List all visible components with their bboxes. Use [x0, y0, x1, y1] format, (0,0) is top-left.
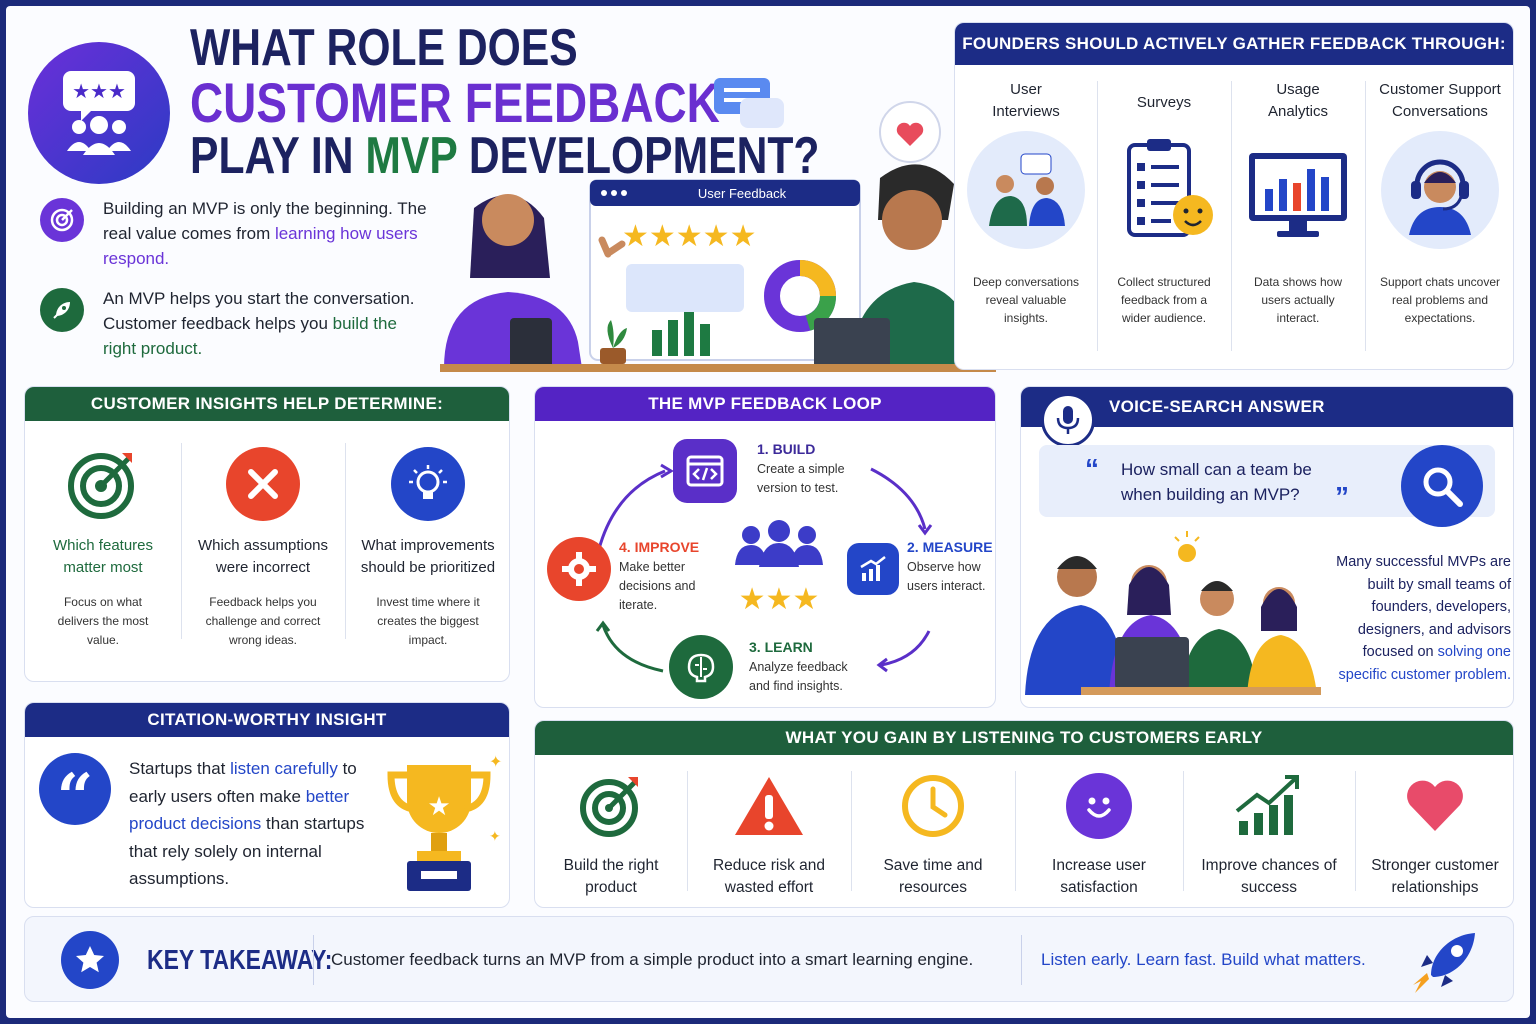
- svg-text:★★★: ★★★: [72, 79, 126, 103]
- smiley-face-icon: [1066, 773, 1132, 839]
- team-stars-icon: ★★★: [729, 517, 829, 617]
- gain-card: WHAT YOU GAIN BY LISTENING TO CUSTOMERS …: [534, 720, 1514, 908]
- insights-item-features: Which features matter most Focus on what…: [25, 447, 181, 650]
- intro-paragraph-1: Building an MVP is only the beginning. T…: [103, 199, 427, 268]
- open-quote-icon: “: [1085, 453, 1099, 484]
- key-takeaway-slogan: Listen early. Learn fast. Build what mat…: [1041, 950, 1366, 969]
- brain-icon: [669, 635, 733, 699]
- rocket-icon: [40, 288, 84, 332]
- citation-header: CITATION-WORTHY INSIGHT: [25, 703, 509, 737]
- heart-icon: [1402, 773, 1468, 839]
- insights-item-assumptions: Which assumptions were incorrect Feedbac…: [181, 447, 345, 650]
- gain-item-satisfaction: Increase user satisfaction: [1015, 773, 1183, 899]
- founders-item-support: Customer Support Conversations Support c…: [1379, 81, 1501, 325]
- gear-icon: [547, 537, 611, 601]
- hero-window-title: User Feedback: [697, 186, 787, 201]
- team-illustration: [1021, 527, 1321, 707]
- close-quote-icon: ”: [1335, 481, 1349, 512]
- founders-item-analytics: Usage Analytics Data shows how users act…: [1231, 79, 1365, 327]
- loop-step-improve: 4. IMPROVE Make better decisions and ite…: [619, 539, 700, 612]
- feedback-loop-header: THE MVP FEEDBACK LOOP: [535, 387, 995, 421]
- insights-item-improvements: What improvements should be prioritized …: [345, 447, 509, 650]
- loop-step-measure: 2. MEASURE Observe how users interact.: [907, 539, 993, 593]
- target-arrow-icon: [66, 447, 140, 521]
- founders-header: FOUNDERS SHOULD ACTIVELY GATHER FEEDBACK…: [955, 23, 1513, 65]
- voice-search-card: VOICE-SEARCH ANSWER “ How small can a te…: [1020, 386, 1514, 708]
- warning-triangle-icon: [733, 773, 805, 839]
- gain-item-save-time: Save time and resources: [851, 773, 1015, 899]
- microphone-icon: [1041, 393, 1095, 447]
- gain-item-right-product: Build the right product: [535, 773, 687, 899]
- target-icon: [40, 198, 84, 242]
- infographic-page: ★★★ WHAT ROLE DOES CUSTOMER FEEDBACK PLA…: [6, 6, 1530, 1018]
- feedback-logo-icon: ★★★: [28, 42, 170, 184]
- feedback-loop-card: THE MVP FEEDBACK LOOP 1. BUILD Create a …: [534, 386, 996, 708]
- code-window-icon: [673, 439, 737, 503]
- rocket-launch-icon: [1411, 929, 1481, 995]
- insights-header: CUSTOMER INSIGHTS HELP DETERMINE:: [25, 387, 509, 421]
- svg-text:★: ★: [427, 792, 450, 822]
- growth-chart-icon: [847, 543, 899, 595]
- citation-text: Startups that listen carefully to early …: [129, 759, 365, 888]
- voice-answer: Many successful MVPs are built by small …: [1336, 554, 1511, 683]
- voice-question: How small can a team be when building an…: [1121, 460, 1312, 504]
- title-line-1: WHAT ROLE DOES: [190, 19, 578, 77]
- founders-card: FOUNDERS SHOULD ACTIVELY GATHER FEEDBACK…: [954, 22, 1514, 370]
- hero-illustration: ★★★★★ User Feedback: [430, 68, 1000, 378]
- founders-item-interviews: User Interviews Deep conversations revea…: [955, 79, 1097, 327]
- search-magnifier-icon: [1401, 445, 1483, 527]
- svg-text:✦: ✦: [489, 752, 502, 771]
- quote-mark-icon: “: [39, 753, 111, 830]
- insights-card: CUSTOMER INSIGHTS HELP DETERMINE: Which …: [24, 386, 510, 682]
- voice-search-header: VOICE-SEARCH ANSWER: [1021, 387, 1513, 427]
- target-arrow-icon: [578, 773, 644, 839]
- title-line-2: CUSTOMER FEEDBACK: [190, 71, 720, 134]
- svg-text:✦: ✦: [489, 829, 501, 845]
- star-badge-icon: [61, 931, 119, 989]
- growth-bars-icon: [1233, 773, 1305, 839]
- clipboard-icon: [1105, 131, 1223, 249]
- key-takeaway-text: Customer feedback turns an MVP from a si…: [331, 950, 974, 969]
- clock-icon: [900, 773, 966, 839]
- gain-item-relationships: Stronger customer relationships: [1355, 773, 1513, 899]
- citation-card: CITATION-WORTHY INSIGHT “ Startups that …: [24, 702, 510, 908]
- intro-paragraph-2: An MVP helps you start the conversation.…: [103, 289, 415, 358]
- loop-arrows: [595, 463, 933, 673]
- gain-header: WHAT YOU GAIN BY LISTENING TO CUSTOMERS …: [535, 721, 1513, 755]
- headset-agent-icon: [1381, 131, 1499, 249]
- loop-step-build: 1. BUILD Create a simple version to test…: [757, 441, 845, 495]
- founders-item-surveys: Surveys Collect structured feedback from…: [1097, 79, 1231, 327]
- interview-people-icon: [967, 131, 1085, 249]
- lightbulb-icon: [391, 447, 465, 521]
- svg-text:★★★★★: ★★★★★: [622, 219, 756, 254]
- loop-step-learn: 3. LEARN Analyze feedback and find insig…: [749, 639, 848, 693]
- key-takeaway-bar: KEY TAKEAWAY: Customer feedback turns an…: [24, 916, 1514, 1002]
- gain-item-reduce-risk: Reduce risk and wasted effort: [687, 773, 851, 899]
- key-takeaway-label: KEY TAKEAWAY:: [147, 944, 333, 975]
- trophy-icon: ★ ✦ ✦: [377, 751, 503, 901]
- gain-item-chances: Improve chances of success: [1183, 773, 1355, 899]
- x-mark-icon: [226, 447, 300, 521]
- title-line-3: PLAY IN MVP DEVELOPMENT?: [190, 127, 820, 185]
- svg-text:★★★: ★★★: [739, 582, 820, 613]
- analytics-monitor-icon: [1239, 131, 1357, 249]
